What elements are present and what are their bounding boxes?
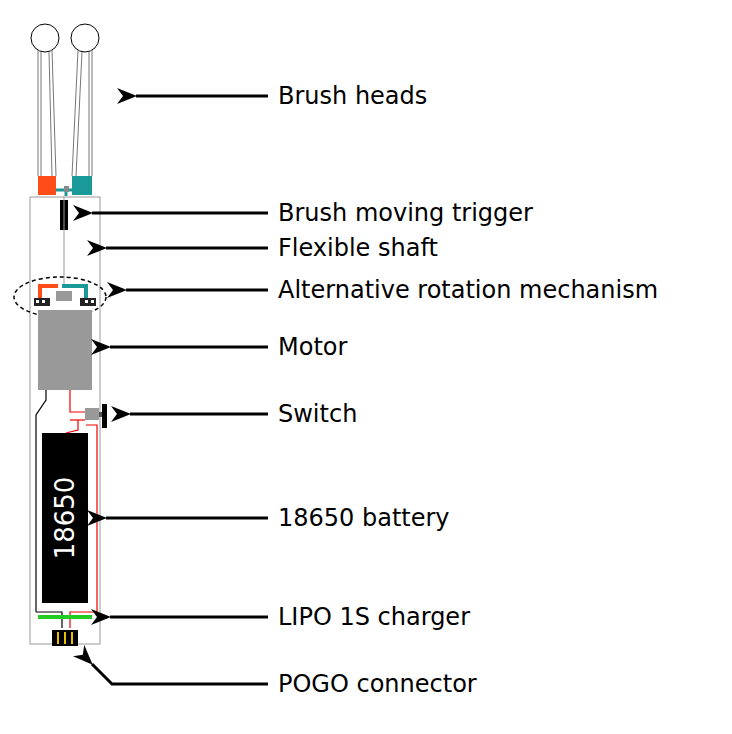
- body-housing: [30, 197, 100, 644]
- part-label: Motor: [278, 333, 347, 362]
- pogo-connector: [52, 630, 78, 646]
- wires: [36, 390, 97, 628]
- brush-heads: [31, 24, 99, 176]
- part-label: LIPO 1S charger: [278, 603, 470, 632]
- motor: [38, 310, 92, 390]
- leader-arrows: [92, 96, 268, 684]
- part-label: Alternative rotation mechanism: [278, 276, 658, 305]
- charger-board: [38, 615, 92, 619]
- battery-cell: 18650: [42, 433, 88, 603]
- part-label: Flexible shaft: [278, 234, 438, 263]
- part-label: Brush moving trigger: [278, 199, 533, 228]
- part-label: POGO connector: [278, 670, 477, 699]
- part-label: Switch: [278, 400, 357, 429]
- part-label: Brush heads: [278, 82, 427, 111]
- battery-label: 18650: [50, 477, 80, 560]
- switch: [85, 404, 107, 428]
- brush-holder: [38, 176, 92, 196]
- flexible-shaft: [64, 197, 65, 285]
- part-label: 18650 battery: [278, 504, 450, 533]
